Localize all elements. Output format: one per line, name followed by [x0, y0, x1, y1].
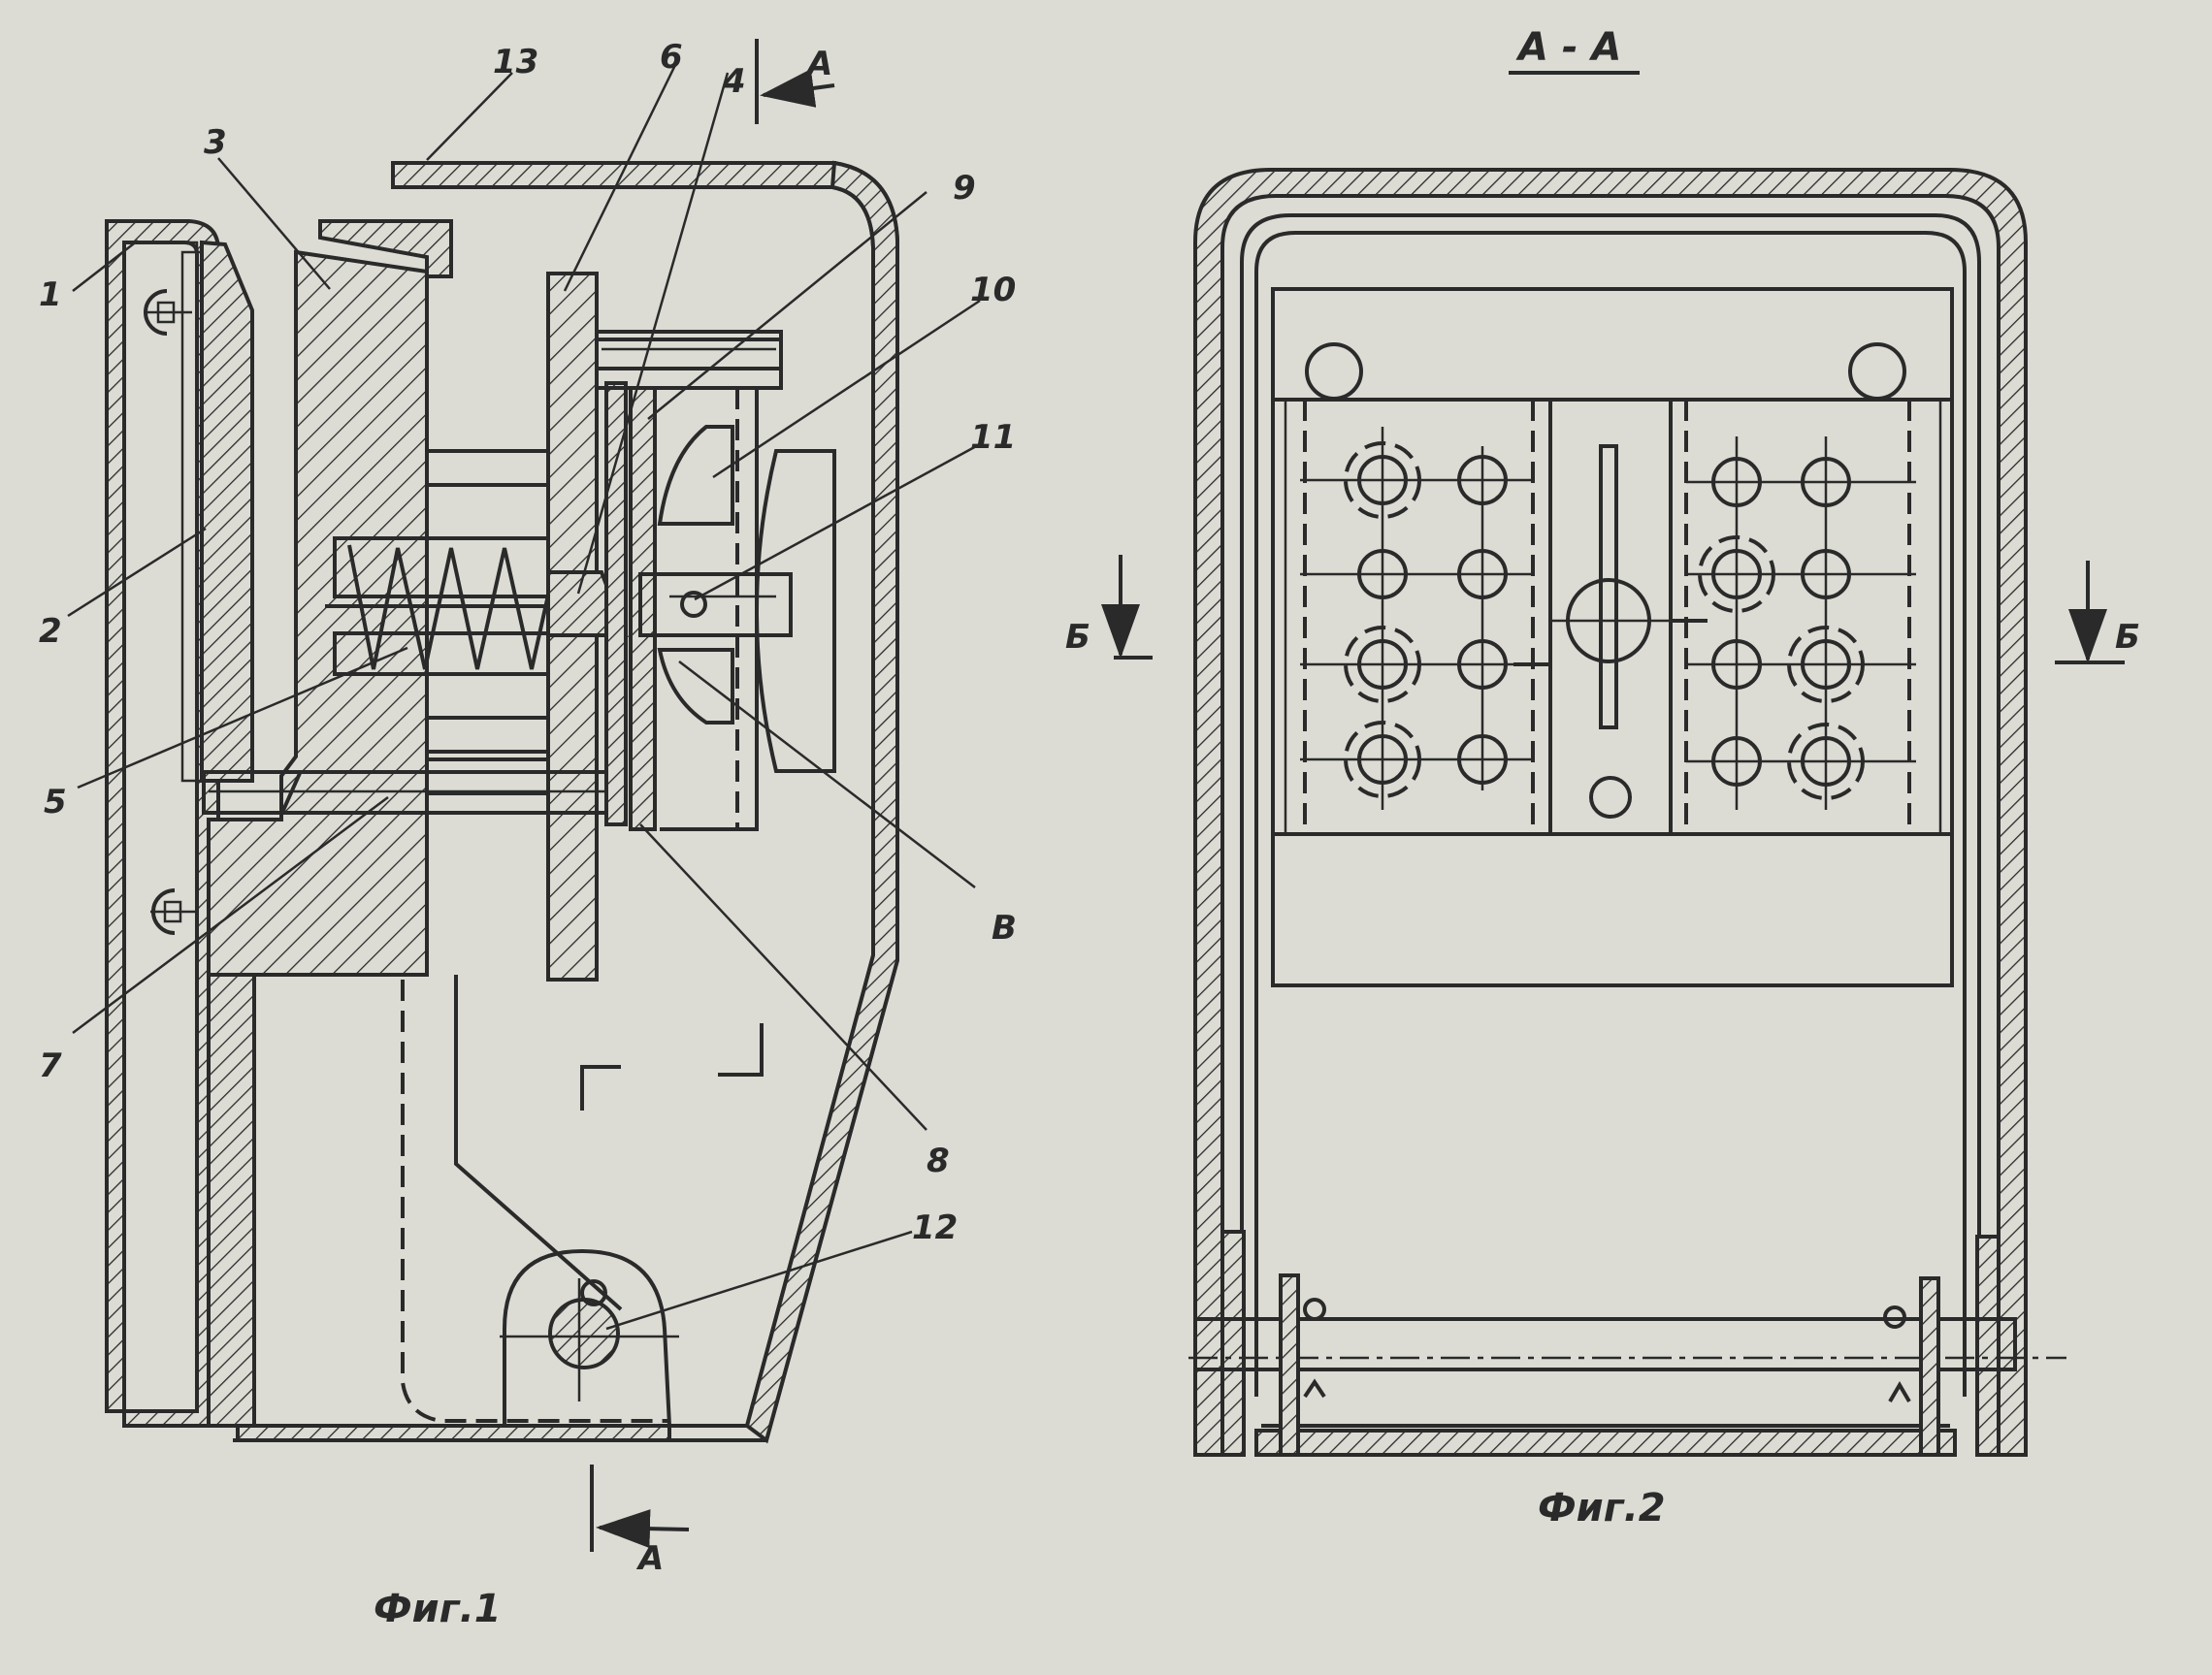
numeral-2: 2 — [39, 612, 62, 651]
screw-lower — [150, 888, 199, 935]
corner-mark-right — [718, 1023, 764, 1077]
figure-1-caption: Фиг.1 — [374, 1587, 502, 1631]
leader-lines — [67, 60, 981, 1331]
numeral-9: 9 — [953, 169, 976, 208]
numeral-10: 10 — [970, 271, 1016, 309]
section-mark-bottom: A — [590, 1465, 690, 1578]
contact-group-left — [1300, 400, 1552, 834]
figure-2: A - A — [1065, 25, 2140, 1530]
numeral-5: 5 — [44, 783, 67, 821]
mounting-frame — [1271, 287, 1954, 987]
section-mark-left: Б — [1065, 555, 1153, 660]
screw-upper — [144, 289, 192, 336]
housing-13 — [233, 160, 899, 1444]
numeral-3: 3 — [204, 123, 227, 162]
figure-2-caption: Фиг.2 — [1538, 1486, 1666, 1530]
numeral-13: 13 — [493, 43, 538, 81]
centre-armature — [1550, 400, 1673, 834]
corner-mark-left — [580, 1065, 621, 1111]
section-letter-top: A — [804, 45, 832, 83]
figure-1: A A 1 2 3 4 — [39, 38, 1017, 1631]
lever-arm — [454, 975, 623, 1311]
core-block-3 — [207, 219, 453, 977]
fig2-housing — [1193, 168, 2028, 1457]
chamber-outline — [401, 980, 669, 1423]
contact-plates — [604, 381, 657, 831]
pivot-12 — [500, 1248, 679, 1427]
numeral-1: 1 — [39, 275, 62, 314]
section-title: A - A — [1515, 25, 1621, 70]
contact-group-right — [1671, 400, 1916, 834]
numeral-6: 6 — [660, 38, 683, 77]
section-letter-bottom: A — [635, 1539, 664, 1578]
bracket-9 — [595, 330, 783, 390]
right-contacts — [1698, 457, 1865, 800]
section-mark-top: A — [755, 39, 835, 124]
section-mark-right: Б — [2055, 561, 2140, 664]
reference-numerals: 1 2 3 4 5 6 7 8 9 10 11 12 13 B — [39, 38, 1017, 1247]
section-letter-right: Б — [2115, 618, 2140, 657]
side-wall-2 — [180, 240, 256, 1428]
section-letter-left: Б — [1065, 618, 1090, 657]
numeral-8: 8 — [927, 1142, 950, 1180]
bottom-shaft — [1188, 1273, 2066, 1457]
numeral-12: 12 — [912, 1208, 958, 1247]
letter-B: B — [992, 909, 1017, 948]
numeral-11: 11 — [970, 418, 1016, 457]
numeral-7: 7 — [39, 1047, 62, 1085]
numeral-4: 4 — [722, 62, 746, 101]
pin-11 — [638, 572, 793, 637]
